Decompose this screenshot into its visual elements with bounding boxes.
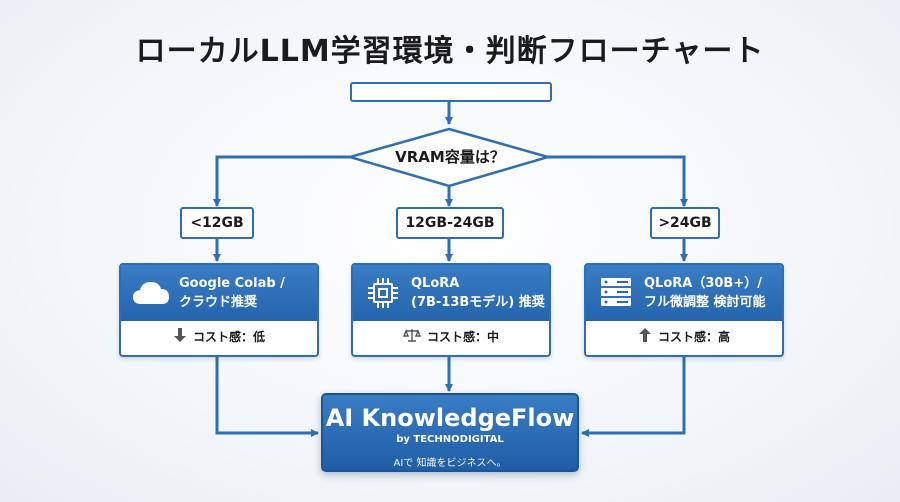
condition-12-24gb: 12GB-24GB [396, 207, 504, 239]
brand-tagline: AIで 知識をビジネスへ。 [393, 458, 507, 469]
cost-label: コスト感：低 [192, 329, 265, 344]
scale-icon [402, 327, 422, 346]
card-title-line1: Google Colab / [179, 276, 285, 291]
arrow-down-icon [173, 327, 187, 346]
card-title-line1: QLoRA [411, 276, 460, 291]
card-title-line2: (7B-13Bモデル) 推奨 [411, 295, 545, 310]
chip-icon [363, 273, 403, 313]
option-card-full-finetune: QLoRA（30B+）/ フル微調整 検討可能 コスト感：高 [584, 263, 784, 357]
card-header: Google Colab / クラウド推奨 [121, 265, 317, 321]
cost-label: コスト感：中 [426, 329, 499, 344]
page-title: ローカルLLM学習環境・判断フローチャート [135, 34, 765, 69]
connector-card1-brand [215, 355, 319, 437]
arrow-up-icon [638, 327, 652, 346]
option-card-qlora-7b-13b: QLoRA (7B-13Bモデル) 推奨 コスト感：中 [351, 263, 551, 357]
brand-byline: by TECHNODIGITAL [396, 434, 504, 445]
connector-card3-brand [581, 355, 686, 437]
card-title-line2: クラウド推奨 [179, 295, 258, 310]
card-title-line2: フル微調整 検討可能 [644, 295, 766, 310]
brand-box: AI KnowledgeFlow by TECHNODIGITAL AIで 知識… [321, 393, 579, 472]
cloud-icon [131, 273, 171, 313]
option-card-cloud: Google Colab / クラウド推奨 コスト感：低 [119, 263, 319, 357]
card-header: QLoRA（30B+）/ フル微調整 検討可能 [586, 265, 782, 321]
condition-under-12gb: <12GB [180, 207, 254, 239]
connector-left-branch [213, 155, 350, 207]
cost-label: コスト感：高 [657, 329, 730, 344]
card-header: QLoRA (7B-13Bモデル) 推奨 [353, 265, 549, 321]
brand-name: AI KnowledgeFlow [325, 404, 575, 432]
start-box [350, 82, 552, 102]
condition-over-24gb: >24GB [650, 207, 720, 239]
decision-label: VRAM容量は？ [395, 148, 505, 166]
connector-right-branch [548, 155, 688, 207]
card-title-line1: QLoRA（30B+）/ [644, 276, 762, 291]
server-icon [596, 273, 636, 313]
